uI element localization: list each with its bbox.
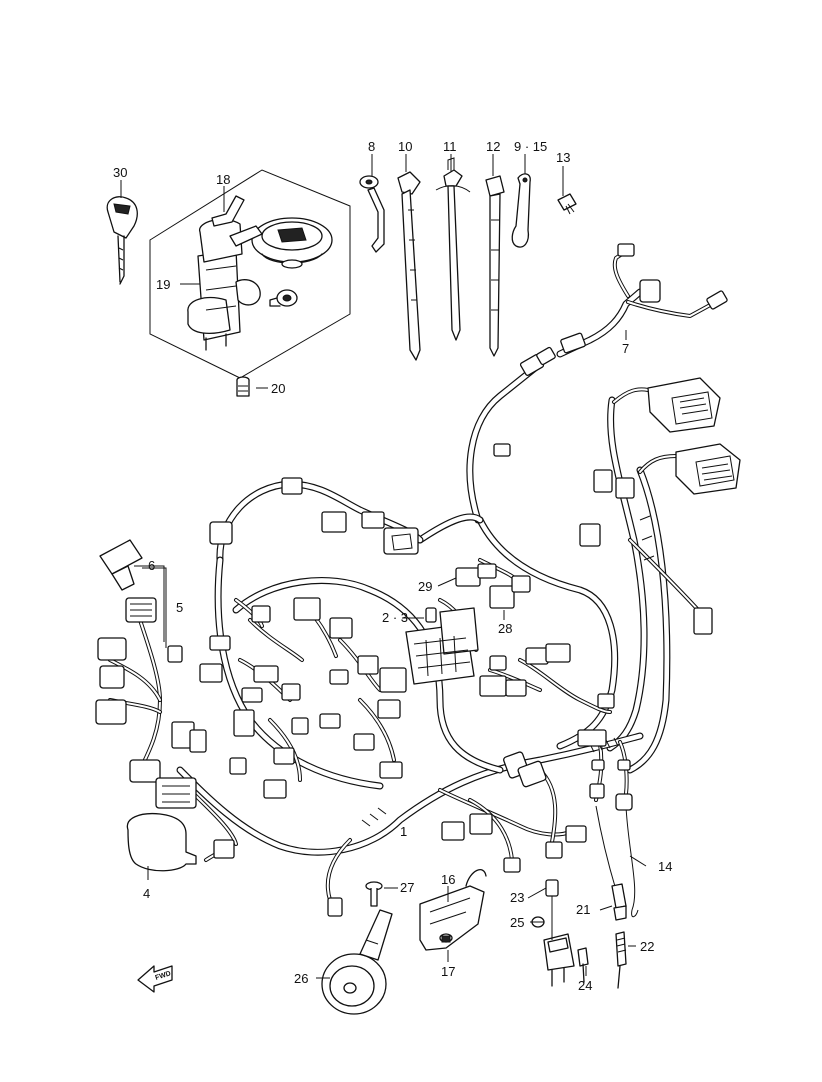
switch-part-22 (615, 931, 627, 989)
label-part-9-15: 9 · 15 (514, 139, 547, 154)
label-part-21: 21 (576, 902, 590, 917)
label-part-5: 5 (176, 600, 183, 615)
label-part-30: 30 (113, 165, 127, 180)
label-part-23: 23 (510, 890, 524, 905)
label-part-19: 19 (156, 277, 170, 292)
fwd-label: FWD (154, 970, 171, 982)
label-part-16: 16 (441, 872, 455, 887)
cable-tie-part-12 (485, 175, 505, 357)
label-part-7: 7 (622, 341, 629, 356)
cable-tie-part-11 (435, 157, 471, 341)
bolt-part-27 (365, 881, 383, 907)
label-part-14: 14 (658, 859, 672, 874)
label-part-17: 17 (441, 964, 455, 979)
screw-part-13 (557, 193, 577, 215)
horn-part-26 (321, 909, 393, 1015)
lock-set-box-18 (149, 169, 351, 379)
label-part-2-3: 2 · 3 (382, 610, 408, 625)
label-part-22: 22 (640, 939, 654, 954)
connectors (95, 243, 741, 917)
bolt-part-20 (236, 376, 250, 397)
label-part-13: 13 (556, 150, 570, 165)
part-number-labels: 30 18 19 20 8 10 11 12 9 · 15 13 7 6 5 2… (113, 139, 672, 993)
label-part-8: 8 (368, 139, 375, 154)
forward-direction-arrow: FWD (137, 965, 173, 993)
label-part-28: 28 (498, 621, 512, 636)
label-part-25: 25 (510, 915, 524, 930)
leader-lines (120, 154, 647, 979)
label-part-1: 1 (400, 824, 407, 839)
label-part-29: 29 (418, 579, 432, 594)
key-part-30 (106, 196, 138, 285)
cable-tie-part-10 (397, 171, 421, 361)
label-part-20: 20 (271, 381, 285, 396)
label-part-6: 6 (148, 558, 155, 573)
label-part-12: 12 (486, 139, 500, 154)
label-part-11: 11 (443, 139, 457, 154)
label-part-27: 27 (400, 880, 414, 895)
sensor-part-21 (611, 883, 627, 921)
switch-part-23 (531, 879, 589, 987)
clamp-part-9-15 (511, 173, 531, 248)
cover-part-4 (126, 812, 197, 872)
label-part-4: 4 (143, 886, 150, 901)
label-part-10: 10 (398, 139, 412, 154)
label-part-24: 24 (578, 978, 592, 993)
bracket-part-16 (419, 869, 487, 951)
label-part-18: 18 (216, 172, 230, 187)
clamp-part-8 (359, 175, 385, 253)
label-part-26: 26 (294, 971, 308, 986)
